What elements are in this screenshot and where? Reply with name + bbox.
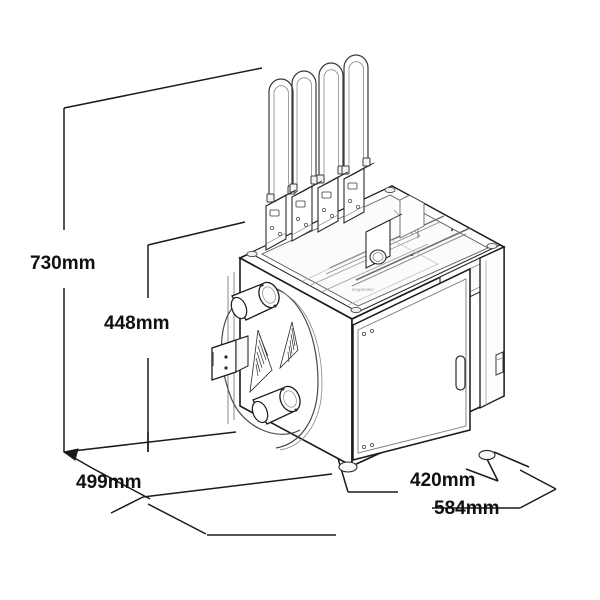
dimension-label-730mm: 730mm (30, 253, 96, 274)
purge-module (365, 213, 403, 269)
door-handle[interactable] (455, 355, 466, 391)
brand-logo: snapmaker (352, 287, 375, 292)
extruder-modules (265, 162, 375, 251)
extruder-module (343, 162, 375, 224)
front-door-panel[interactable] (352, 267, 472, 466)
filament-guide-tube (341, 54, 371, 175)
dimension-lines-group: 730mm 448mm 499mm (30, 67, 557, 536)
dimension-label-584mm: 584mm (434, 498, 500, 519)
printer-feet (338, 449, 496, 473)
spool-holder-cone[interactable] (228, 279, 282, 321)
dimension-584mm: 584mm (110, 469, 557, 536)
side-latch[interactable] (495, 351, 504, 376)
top-deck-fasteners (246, 186, 498, 314)
dimension-730mm: 730mm (30, 67, 263, 469)
extruder-module (265, 189, 297, 251)
spool-holder-cone[interactable] (249, 383, 303, 425)
printer-enclosure: snapmaker (238, 162, 506, 473)
filament-guide-tube (316, 62, 346, 184)
extruder-module (291, 180, 323, 242)
dimension-right-extensions (493, 451, 530, 468)
dimension-label-420mm: 420mm (410, 470, 476, 491)
side-control-box[interactable] (211, 335, 249, 381)
printer-machine: snapmaker (211, 54, 506, 473)
dimension-baseline-left (63, 431, 237, 453)
dimension-label-499mm: 499mm (76, 472, 142, 493)
filament-guide-tube (289, 70, 319, 193)
extruder-module (317, 171, 349, 233)
dimension-499mm: 499mm (76, 467, 333, 500)
dimension-448mm: 448mm (104, 221, 246, 452)
dimension-label-448mm: 448mm (104, 313, 170, 334)
filament-bundle (249, 321, 299, 394)
spool-assembly (211, 272, 323, 451)
rear-pillar (479, 245, 505, 410)
dimension-420mm: 420mm (336, 454, 499, 493)
